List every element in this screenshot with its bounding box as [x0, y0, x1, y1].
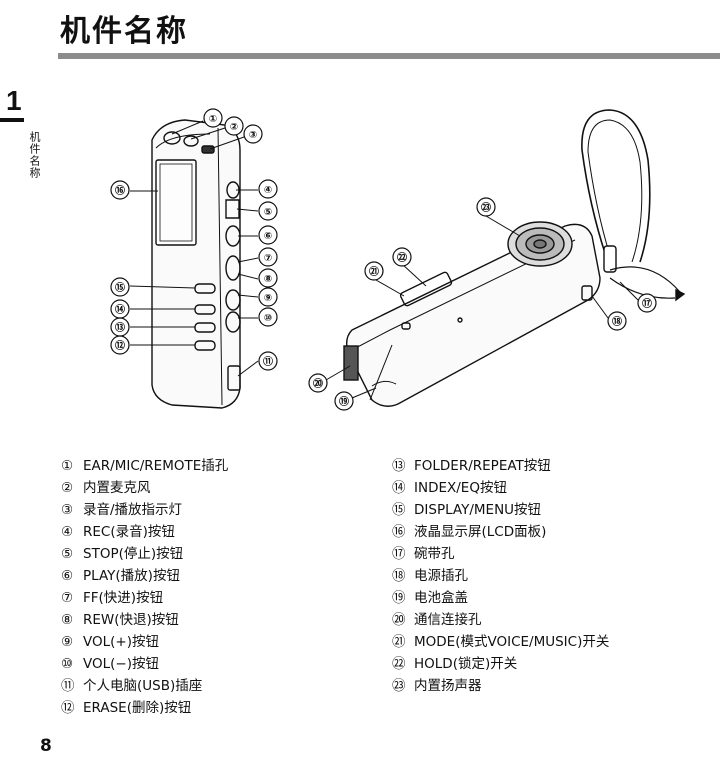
callout-22: ㉒	[392, 247, 412, 267]
svg-text:⑪: ⑪	[263, 355, 273, 368]
callout-6: ⑥	[258, 225, 278, 245]
svg-text:⑫: ⑫	[115, 339, 125, 352]
title-rule	[58, 53, 720, 59]
callout-12: ⑫	[110, 335, 130, 355]
svg-text:⑰: ⑰	[642, 297, 652, 310]
callout-11: ⑪	[258, 351, 278, 371]
svg-text:⑱: ⑱	[612, 315, 622, 328]
svg-text:⑦: ⑦	[264, 253, 272, 264]
page-number: 8	[40, 736, 52, 756]
callout-13: ⑬	[110, 317, 130, 337]
callout-19: ⑲	[334, 391, 354, 411]
callout-8: ⑧	[258, 268, 278, 288]
callout-20: ⑳	[308, 373, 328, 393]
recorder-front-view	[151, 119, 241, 409]
recorder-diagram: ① ② ③ ④ ⑤ ⑥ ⑦ ⑧ ⑨ ⑩ ⑪ ⑫ ⑬ ⑭ ⑮ ⑯ ⑰ ⑱ ⑲ ⑳ …	[110, 108, 686, 411]
svg-text:⑥: ⑥	[264, 231, 272, 242]
callout-15: ⑮	[110, 277, 130, 297]
recorder-back-view	[343, 109, 686, 407]
svg-text:⑳: ⑳	[313, 377, 323, 390]
svg-text:⑯: ⑯	[115, 184, 125, 197]
callout-5: ⑤	[258, 201, 278, 221]
svg-text:⑮: ⑮	[115, 281, 125, 294]
callout-17: ⑰	[637, 293, 657, 313]
svg-text:⑭: ⑭	[115, 303, 125, 316]
callout-9: ⑨	[258, 287, 278, 307]
svg-text:㉒: ㉒	[397, 251, 407, 264]
page-title: 机件名称	[60, 14, 188, 49]
callout-7: ⑦	[258, 247, 278, 267]
svg-text:㉓: ㉓	[481, 201, 491, 214]
callout-3: ③	[243, 124, 263, 144]
side-chapter-label: 机件名称	[28, 131, 41, 179]
callout-16: ⑯	[110, 180, 130, 200]
svg-text:①: ①	[209, 114, 217, 125]
callout-2: ②	[224, 116, 244, 136]
svg-text:③: ③	[249, 130, 257, 141]
callout-21: ㉑	[364, 261, 384, 281]
callout-markers: ① ② ③ ④ ⑤ ⑥ ⑦ ⑧ ⑨ ⑩ ⑪ ⑫ ⑬ ⑭ ⑮ ⑯ ⑰ ⑱ ⑲ ⑳ …	[110, 108, 657, 411]
callout-10: ⑩	[258, 307, 278, 327]
svg-text:②: ②	[230, 122, 238, 133]
svg-text:⑨: ⑨	[264, 293, 272, 304]
chapter-number: 1	[6, 85, 22, 116]
callout-23: ㉓	[476, 197, 496, 217]
callout-1: ①	[203, 108, 223, 128]
svg-text:⑲: ⑲	[339, 395, 349, 408]
svg-text:⑩: ⑩	[264, 313, 272, 324]
svg-text:⑧: ⑧	[264, 274, 272, 285]
callout-14: ⑭	[110, 299, 130, 319]
svg-text:⑤: ⑤	[264, 207, 272, 218]
chapter-rule	[0, 118, 24, 122]
svg-text:④: ④	[264, 185, 272, 196]
svg-text:⑬: ⑬	[115, 321, 125, 334]
svg-text:㉑: ㉑	[369, 265, 379, 278]
callout-4: ④	[258, 179, 278, 199]
callout-18: ⑱	[607, 311, 627, 331]
